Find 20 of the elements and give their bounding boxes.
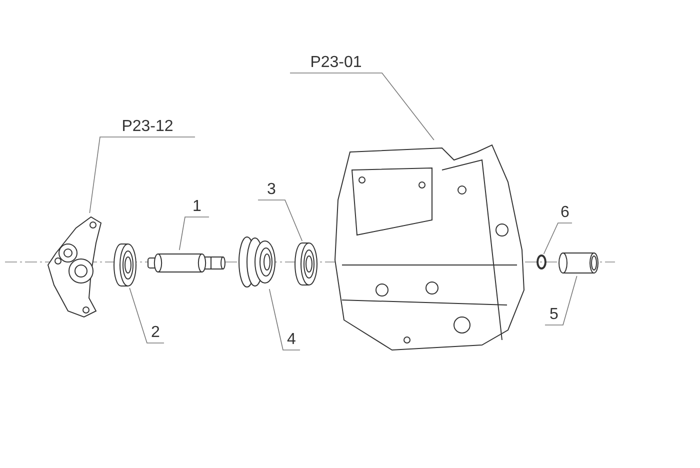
part-number: 6 xyxy=(558,201,572,223)
part-number: P23-01 xyxy=(290,51,382,73)
ball-bearing-drawing xyxy=(293,241,319,287)
leader-line xyxy=(178,216,210,250)
part-number: 5 xyxy=(545,303,563,325)
part-number: P23-12 xyxy=(100,115,195,137)
leader-line xyxy=(290,72,434,140)
part-number: 3 xyxy=(258,178,285,200)
sleeve-drawing xyxy=(557,250,601,276)
part-number: 4 xyxy=(283,328,300,350)
ball-bearing-drawing xyxy=(112,242,138,288)
leader-line xyxy=(543,222,572,254)
leader-line xyxy=(89,136,196,214)
part-number: 2 xyxy=(147,321,164,343)
o-ring-drawing xyxy=(536,254,547,270)
leader-line xyxy=(258,200,303,242)
leader-line xyxy=(129,288,164,344)
part-number: 1 xyxy=(185,195,209,217)
leader-line xyxy=(268,288,300,350)
leader-line xyxy=(544,276,578,326)
